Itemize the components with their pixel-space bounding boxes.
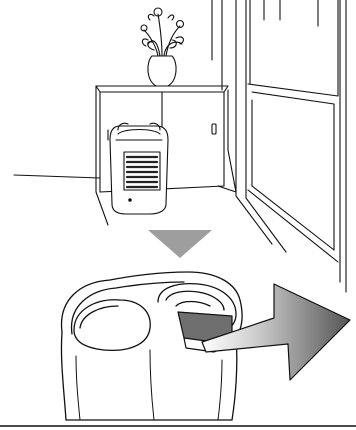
flower-vase [141, 8, 184, 86]
appliance-in-room [110, 123, 168, 214]
sliding-glass-door [212, 0, 346, 292]
wall-baseline [218, 186, 236, 192]
floor-line-left [14, 175, 100, 178]
step-arrow-down [148, 230, 212, 258]
floor-line-bottom [96, 192, 108, 225]
